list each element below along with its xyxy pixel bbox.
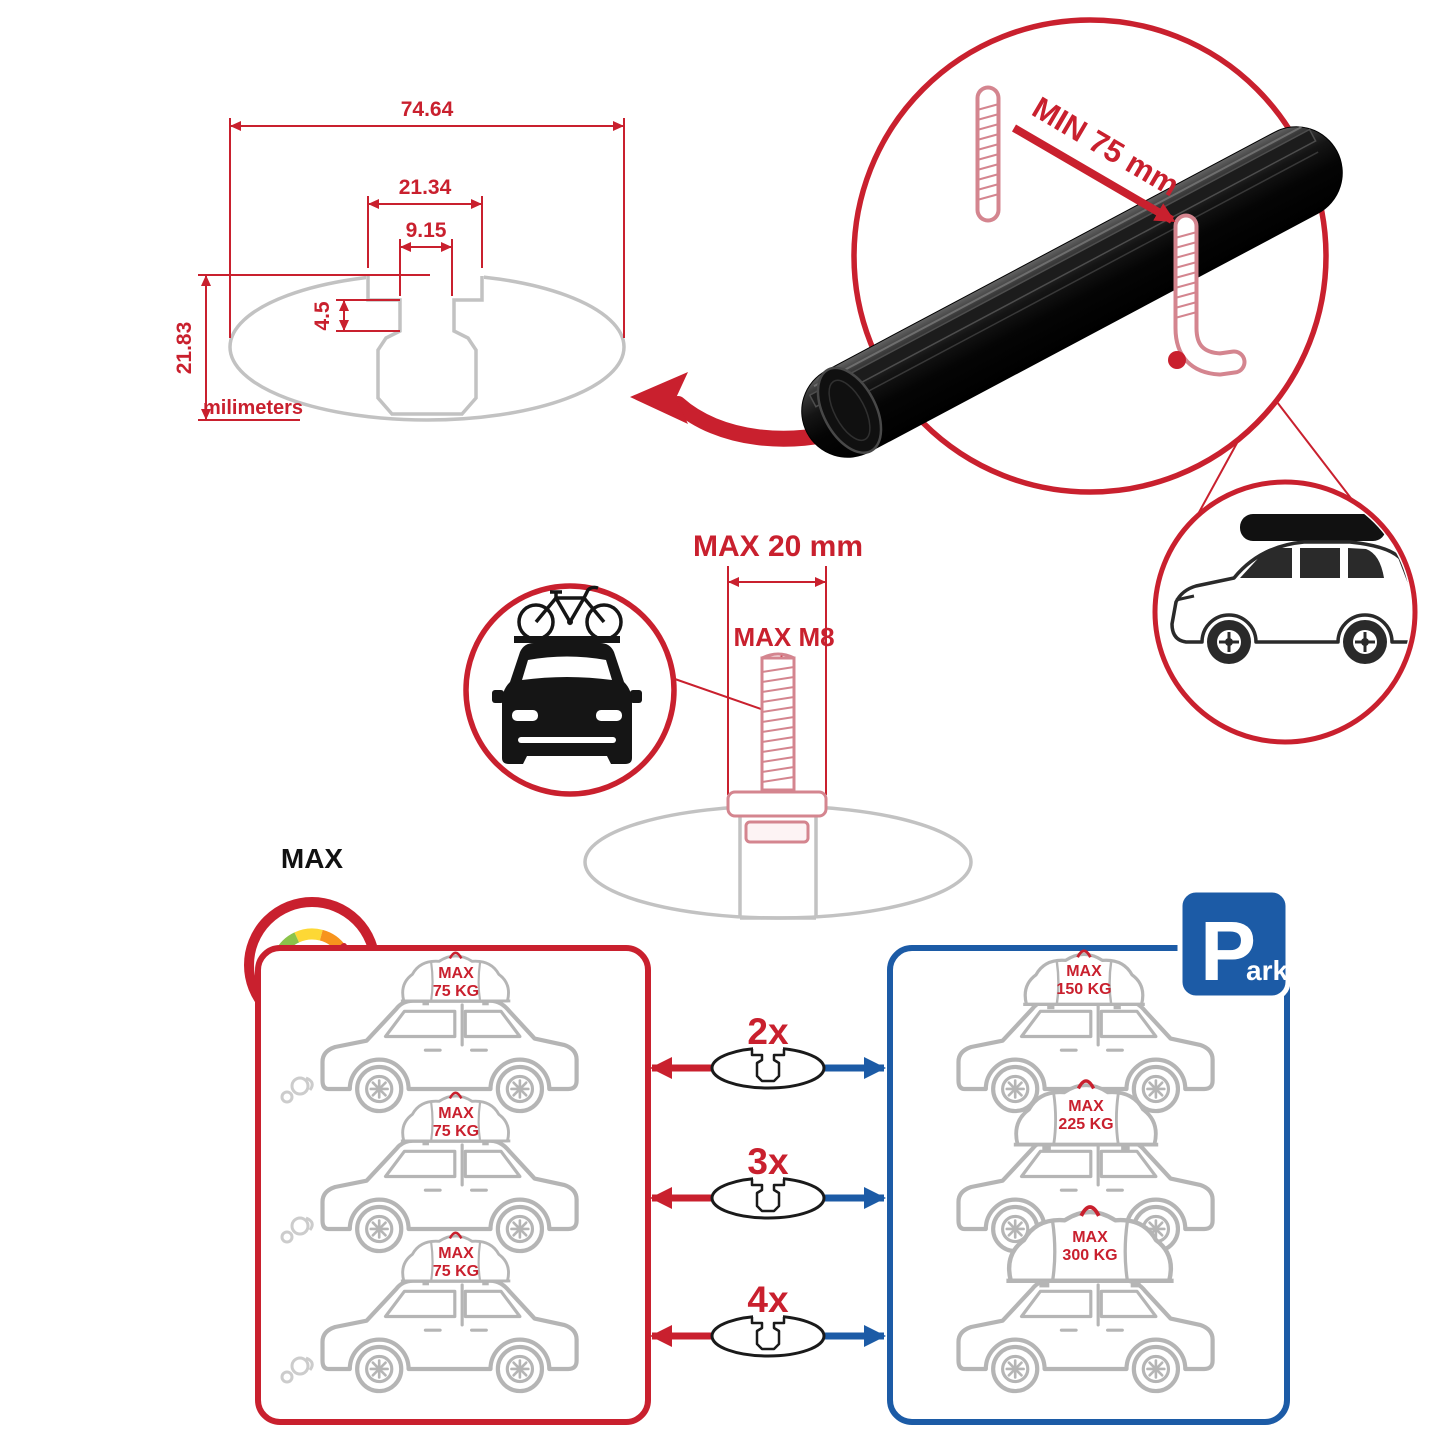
cargo-max-label: MAX (1072, 1229, 1108, 1246)
link-line-left (1196, 442, 1238, 517)
profile-opening-gap (366, 266, 484, 280)
crossbar-detail-circle: MIN 75 mm (801, 17, 1361, 517)
dim-channel-width-label: 21.34 (399, 176, 452, 199)
bolt-dimension-diagram: MAX 20 mm MAX M8 (583, 530, 973, 920)
cargo-weight: 75 KG (433, 983, 479, 1000)
cargo-max-label: MAX (438, 965, 474, 982)
crossbar-render (801, 126, 1343, 458)
roofbox-suv-icon (1170, 514, 1411, 664)
link-line-right (1276, 401, 1361, 511)
park-sign-letter: P (1200, 904, 1256, 998)
bolt-max-length-label: MAX 20 mm (693, 530, 863, 563)
moving-cars: MAX 75 KG MAX 75 KG MAX 75 KG (280, 951, 577, 1391)
cargo-max-label: MAX (1066, 963, 1102, 980)
parked-cars: MAX 150 KG MAX 225 KG MAX 300 KG (959, 949, 1213, 1391)
roofbox-icon (1240, 514, 1386, 541)
bolt-max-thread-label: MAX M8 (733, 622, 834, 652)
moving-panel (255, 945, 651, 1425)
parked-panel (887, 945, 1290, 1425)
zoom-circle (851, 17, 1329, 495)
multiplier-2x: 2x (747, 1011, 789, 1052)
car-with-bike-icon (492, 585, 642, 764)
u-bolt-icon (975, 85, 1001, 223)
units-label: milimeters (203, 397, 303, 419)
multiplier-3x: 3x (747, 1141, 789, 1182)
multiplier-rows: 2x 3x 4x (650, 1011, 886, 1358)
cargo-weight: 150 KG (1056, 981, 1111, 998)
t-nut (744, 820, 810, 844)
u-bolt-hook (1168, 213, 1247, 377)
cargo-weight: 300 KG (1062, 1247, 1117, 1264)
multiplier-4x: 4x (747, 1279, 789, 1320)
profile-t-slot-channel (366, 276, 484, 416)
dim-total-width-label: 74.64 (401, 98, 454, 121)
cross-section-dimension-diagram: 74.64 21.34 9.15 4.5 21.83 milimeters (173, 98, 626, 422)
circle-leader-line (671, 677, 765, 711)
zoom-arrowhead (630, 372, 688, 424)
attachment-point-dot (1168, 351, 1186, 369)
dim-total-height-label: 21.83 (173, 322, 196, 375)
suv-roofbox-circle (1152, 479, 1418, 745)
cargo-max-label: MAX (438, 1105, 474, 1122)
cargo-max-label: MAX (438, 1245, 474, 1262)
park-sign: P ark (1177, 887, 1291, 1001)
cargo-weight: 75 KG (433, 1263, 479, 1280)
car-with-bike-circle (463, 583, 677, 797)
cargo-weight: 225 KG (1058, 1116, 1113, 1133)
cargo-weight: 75 KG (433, 1123, 479, 1140)
dim-slot-width-label: 9.15 (406, 219, 447, 242)
min-clearance-arrow (1011, 124, 1176, 224)
speed-max-label: MAX (281, 843, 344, 874)
cargo-max-label: MAX (1068, 1098, 1104, 1115)
bolt-plate (726, 790, 828, 818)
park-sign-suffix: ark (1246, 955, 1288, 986)
crossbar-end-cap (816, 366, 883, 454)
bolt-icon (760, 652, 796, 792)
dim-slot-depth-label: 4.5 (311, 301, 334, 331)
